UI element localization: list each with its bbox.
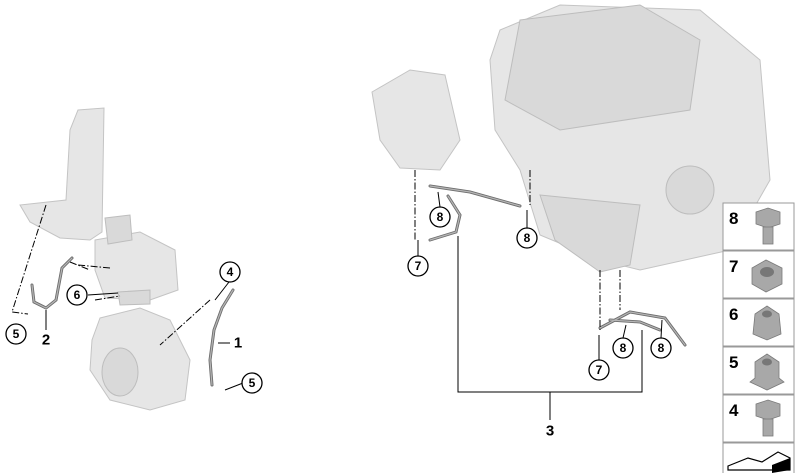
callout-8[interactable]: 8 [650, 337, 672, 359]
callout-4[interactable]: 4 [219, 261, 241, 283]
callout-label: 8 [524, 231, 531, 245]
callout-label: 5 [249, 376, 256, 390]
legend-number: 5 [729, 353, 738, 372]
legend-item-8[interactable]: 8 [722, 202, 795, 251]
callout-label: 7 [596, 363, 603, 377]
callout-8[interactable]: 8 [516, 227, 538, 249]
collar-nut-icon [752, 305, 782, 341]
legend-footer[interactable] [722, 442, 795, 473]
item-label-1[interactable]: 1 [234, 335, 242, 352]
callout-label: 4 [227, 265, 234, 279]
item-label-2[interactable]: 2 [42, 332, 50, 349]
item-label-3[interactable]: 3 [546, 423, 554, 440]
callout-label: 5 [13, 327, 20, 341]
legend-panel: 8 7 6 5 4 [722, 202, 795, 473]
legend-item-4[interactable]: 4 [722, 394, 795, 443]
callout-6[interactable]: 6 [66, 284, 88, 306]
heat-shield-part [371, 69, 461, 171]
callout-7[interactable]: 7 [407, 255, 429, 277]
callout-5[interactable]: 5 [241, 372, 263, 394]
callout-label: 7 [415, 259, 422, 273]
bracket-part [19, 107, 105, 241]
flange-bolt-icon [755, 207, 781, 245]
hex-nut-icon [751, 259, 783, 293]
arrow-navigation-icon [727, 451, 791, 473]
legend-item-6[interactable]: 6 [722, 298, 795, 347]
electric-motor-part [489, 4, 771, 273]
compressor-part [89, 307, 191, 411]
flange-bolt-icon [755, 399, 781, 437]
callout-5[interactable]: 5 [5, 323, 27, 345]
callout-8[interactable]: 8 [429, 206, 451, 228]
callout-8[interactable]: 8 [612, 337, 634, 359]
flange-nut-icon [749, 353, 785, 391]
hose-3-lower [598, 310, 687, 347]
callout-7[interactable]: 7 [588, 359, 610, 381]
callout-label: 6 [74, 288, 81, 302]
legend-number: 4 [729, 401, 739, 420]
callout-label: 8 [437, 210, 444, 224]
hose-1 [208, 288, 235, 387]
legend-item-7[interactable]: 7 [722, 250, 795, 299]
legend-number: 7 [729, 257, 738, 276]
legend-item-5[interactable]: 5 [722, 346, 795, 395]
legend-number: 6 [729, 305, 738, 324]
callout-label: 8 [658, 341, 665, 355]
legend-number: 8 [729, 209, 738, 228]
hose-2 [30, 256, 74, 310]
coolant-reservoir-part [94, 214, 179, 306]
hose-3-upper [428, 184, 522, 242]
callout-label: 8 [620, 341, 627, 355]
